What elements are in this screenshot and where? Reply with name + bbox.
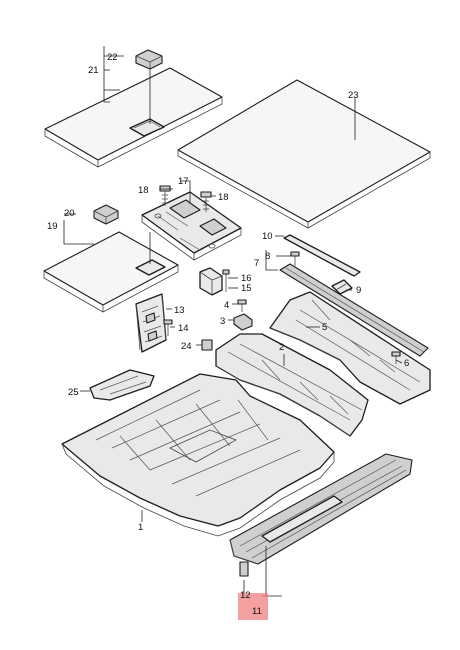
leader-lines <box>63 46 403 597</box>
callout-12: 12 <box>240 590 251 601</box>
callout-8: 8 <box>265 251 270 262</box>
clip-24 <box>201 339 213 351</box>
callout-20: 20 <box>64 208 75 219</box>
sill-panel-11 <box>229 453 413 565</box>
callout-25: 25 <box>68 387 79 398</box>
trim-25 <box>89 369 155 401</box>
callout-labels: 1 2 3 4 5 6 7 8 9 10 11 12 13 14 15 16 1… <box>47 52 409 617</box>
callout-14: 14 <box>178 323 189 334</box>
seal-strip-7 <box>279 263 429 357</box>
callout-13: 13 <box>174 305 185 316</box>
floor-panel-19 <box>43 231 179 313</box>
callout-2: 2 <box>279 342 284 353</box>
trim-panel-5 <box>269 291 431 405</box>
cap-20 <box>93 204 119 225</box>
callout-21: 21 <box>88 65 99 76</box>
bolt-18-left <box>159 185 171 206</box>
clip-9 <box>331 279 353 295</box>
callout-1: 1 <box>138 522 143 533</box>
callout-19: 19 <box>47 221 58 232</box>
strip-10 <box>283 234 361 277</box>
bracket-plate-17 <box>141 191 242 261</box>
bracket-13 <box>135 293 167 353</box>
callout-23: 23 <box>348 90 359 101</box>
callout-24: 24 <box>181 341 192 352</box>
selected-part-highlight <box>238 593 268 620</box>
callout-10: 10 <box>262 231 273 242</box>
callout-9: 9 <box>356 285 361 296</box>
bracket-15 <box>199 267 230 296</box>
callout-3: 3 <box>220 316 225 327</box>
cap-22 <box>135 49 163 70</box>
callout-11: 11 <box>252 606 262 617</box>
nut-3 <box>233 313 253 331</box>
callout-16: 16 <box>241 273 252 284</box>
callout-18-right: 18 <box>218 192 229 203</box>
callout-5: 5 <box>322 322 327 333</box>
callout-22: 22 <box>107 52 118 63</box>
callout-7: 7 <box>254 258 259 269</box>
screw-8 <box>290 251 300 266</box>
screw-4 <box>237 299 247 312</box>
side-trim-2 <box>215 333 369 437</box>
callout-6: 6 <box>404 358 409 369</box>
bolt-18-right <box>200 191 212 212</box>
floor-panel-21 <box>44 60 223 168</box>
screw-14 <box>163 319 173 336</box>
callout-17: 17 <box>178 176 189 187</box>
clip-12 <box>239 561 249 577</box>
cargo-mat-23 <box>177 79 431 229</box>
floor-covering-1 <box>61 373 335 537</box>
callout-15: 15 <box>241 283 252 294</box>
callout-4: 4 <box>224 300 229 311</box>
callout-18-left: 18 <box>138 185 149 196</box>
